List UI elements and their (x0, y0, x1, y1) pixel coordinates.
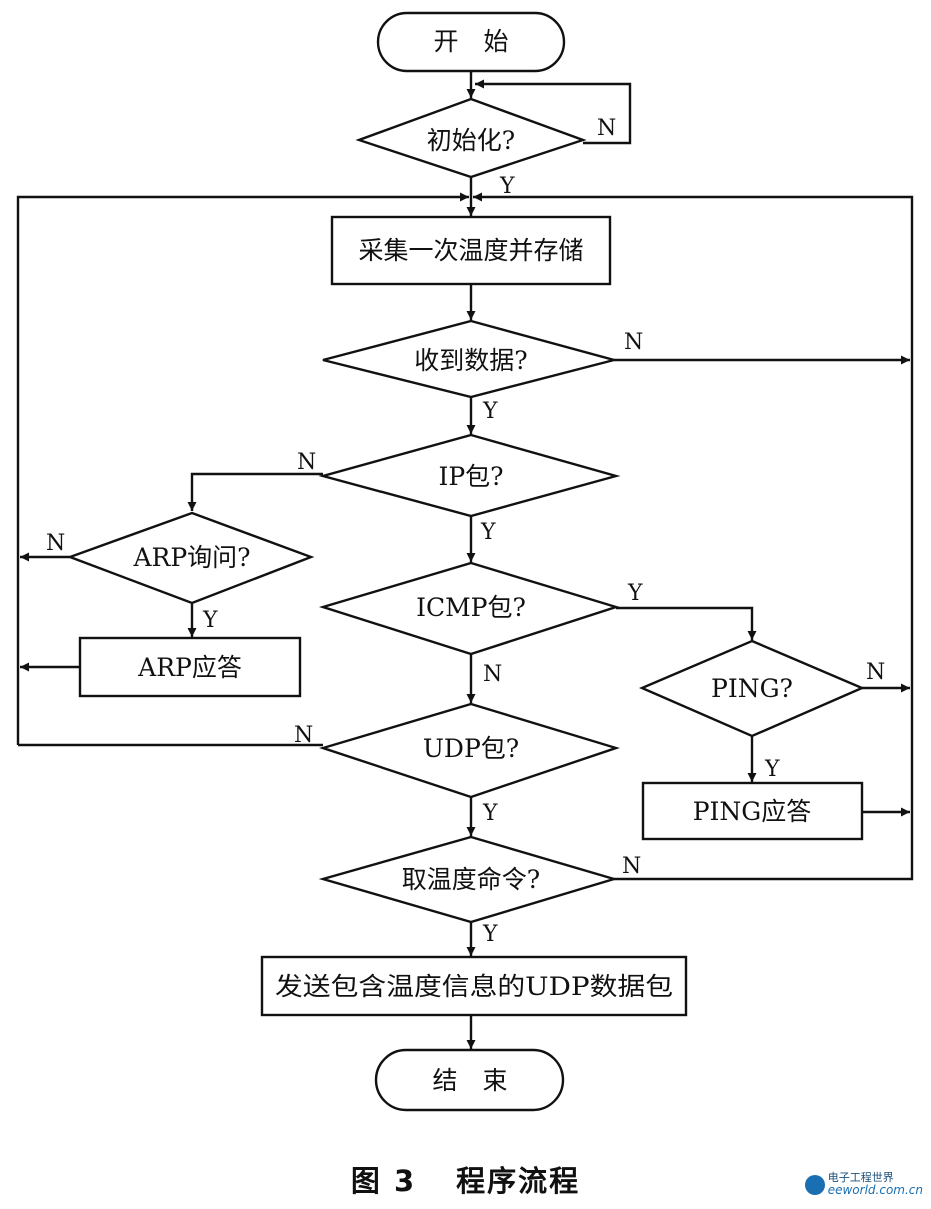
arp-reply-label: ARP应答 (137, 653, 242, 682)
end-label: 结 束 (432, 1066, 507, 1095)
watermark-site: eeworld.com.cn (827, 1183, 923, 1197)
send-label: 发送包含温度信息的UDP数据包 (275, 972, 673, 1001)
send-process (260, 955, 688, 1017)
node-end: 结 束 (374, 1048, 565, 1112)
start-terminator (376, 11, 566, 73)
icmp-decision (318, 561, 621, 656)
node-udp: UDP包? (318, 702, 620, 799)
udp-label: UDP包? (423, 734, 519, 763)
udp-yes-label: Y (482, 801, 498, 826)
temp-cmd-decision (318, 835, 619, 924)
node-ping: PING? (638, 639, 866, 738)
node-temp-cmd: 取温度命令? (318, 835, 619, 924)
arp-reply-process (78, 636, 302, 698)
recv-decision (322, 319, 619, 399)
node-arp-reply: ARP应答 (78, 636, 302, 698)
node-recv: 收到数据? (322, 319, 619, 399)
node-collect: 采集一次温度并存储 (330, 215, 612, 286)
udp-no-label: N (294, 723, 313, 748)
arp-no-label: N (46, 531, 65, 556)
arp-query-decision (66, 511, 315, 605)
ping-label: PING? (711, 674, 793, 703)
node-arp-query: ARP询问? (66, 511, 315, 605)
edge-ip-no (187, 472, 323, 511)
init-label: 初始化? (427, 126, 515, 155)
figure-number: 图 3 (350, 1164, 417, 1198)
node-ip: IP包? (318, 433, 621, 518)
init-decision (355, 97, 587, 179)
edge-init-no-loop (475, 79, 632, 145)
start-label: 开 始 (433, 27, 508, 56)
temp-no-label: N (622, 854, 641, 879)
node-init: 初始化? (355, 97, 587, 179)
node-start: 开 始 (376, 11, 566, 73)
connectors (16, 72, 914, 1049)
ping-no-label: N (866, 660, 885, 685)
ping-yes-label: Y (764, 757, 780, 782)
branch-labels: N Y N Y N Y N Y Y N N Y N Y N Y (46, 116, 885, 947)
globe-icon (804, 1174, 825, 1195)
node-send: 发送包含温度信息的UDP数据包 (260, 955, 688, 1017)
node-icmp: ICMP包? (318, 561, 621, 656)
arp-query-label: ARP询问? (132, 543, 250, 572)
ping-decision (638, 639, 866, 738)
ip-decision (318, 433, 621, 518)
watermark-logo: 电子工程世界 eeworld.com.cn (804, 1171, 923, 1197)
ping-reply-process (641, 781, 864, 841)
ip-yes-label: Y (480, 520, 496, 545)
ping-reply-label: PING应答 (693, 797, 812, 826)
end-terminator (374, 1048, 565, 1112)
node-ping-reply: PING应答 (641, 781, 864, 841)
recv-no-label: N (624, 330, 643, 355)
udp-decision (318, 702, 620, 799)
icmp-label: ICMP包? (416, 593, 526, 622)
ip-no-label: N (297, 450, 316, 475)
program-flowchart: 开 始 初始化? 采集一次温度并存储 收到数据? IP包? ARP询问? ICM… (16, 11, 914, 1112)
figure-caption: 图 3 程序流程 (0, 1158, 931, 1200)
watermark-name: 电子工程世界 (827, 1171, 894, 1184)
icmp-no-label: N (483, 662, 502, 687)
init-yes-label: Y (499, 174, 515, 199)
icmp-yes-label: Y (627, 581, 643, 606)
recv-yes-label: Y (482, 399, 498, 424)
temp-cmd-label: 取温度命令? (402, 865, 540, 894)
temp-yes-label: Y (482, 922, 498, 947)
recv-label: 收到数据? (414, 346, 527, 375)
edge-right-loop (473, 192, 914, 881)
figure-title: 程序流程 (456, 1164, 581, 1198)
init-no-label: N (597, 116, 616, 141)
edge-left-loop (16, 192, 469, 745)
arp-yes-label: Y (202, 608, 218, 633)
collect-label: 采集一次温度并存储 (358, 236, 583, 265)
ip-label: IP包? (438, 462, 503, 491)
edge-icmp-yes (616, 606, 757, 640)
collect-process (330, 215, 612, 286)
